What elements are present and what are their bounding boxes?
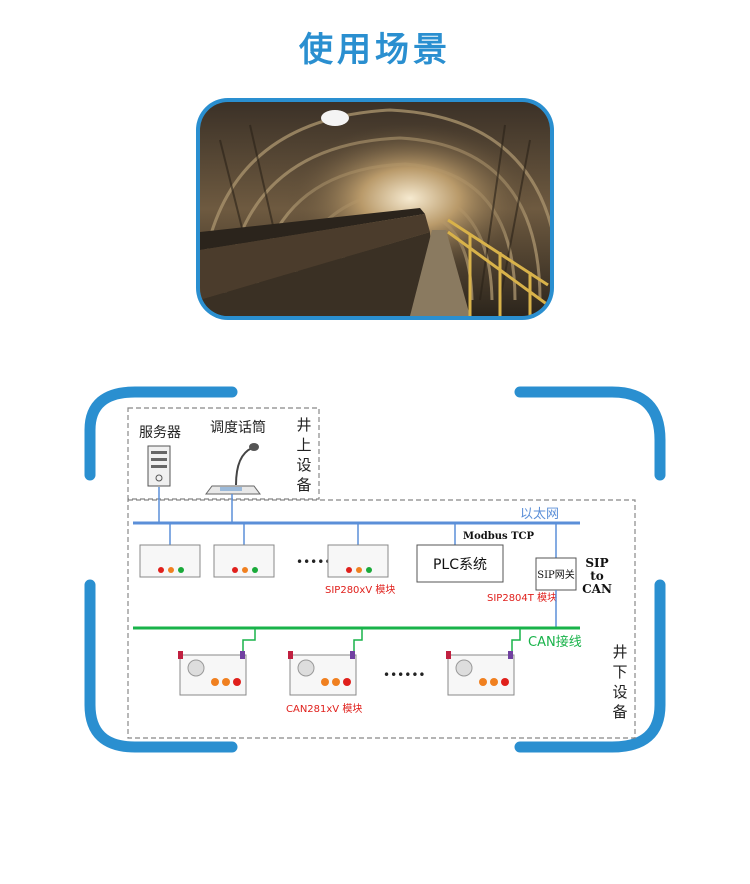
can281-dots: ••••••	[383, 668, 425, 682]
mine-tunnel-photo	[196, 98, 554, 320]
sip280-label: SIP280xV 模块	[325, 584, 395, 596]
underground-char-4: 备	[612, 703, 627, 721]
above-ground-char-3: 设	[296, 456, 311, 474]
can281-module-2	[288, 628, 363, 696]
server-icon	[147, 445, 171, 487]
sip-gateway-label: SIP网关	[537, 568, 575, 581]
sip280-module-2	[213, 523, 275, 578]
underground-char-3: 设	[612, 683, 627, 701]
page-title: 使用场景	[299, 30, 451, 70]
can281-module-3	[446, 628, 521, 696]
sip280-module-3	[327, 523, 389, 578]
underground-char-1: 井	[612, 643, 627, 661]
sip-to-can-3: CAN	[582, 582, 612, 596]
can281-label: CAN281xV 模块	[286, 703, 362, 715]
modbus-label: Modbus TCP	[463, 531, 535, 542]
underground-region	[127, 499, 636, 739]
above-ground-char-1: 井	[296, 416, 311, 434]
mic-label: 调度话筒	[210, 419, 266, 436]
sip-to-can-1: SIP	[585, 556, 608, 570]
diagram-frame	[84, 386, 666, 753]
plc-label: PLC系统	[433, 557, 487, 573]
plc-system-box	[416, 544, 504, 583]
sip-gateway-box	[535, 557, 577, 591]
ethernet-label: 以太网	[520, 507, 559, 522]
above-ground-char-2: 上	[296, 436, 311, 454]
microphone-icon	[205, 443, 261, 495]
sip2804-label: SIP2804T 模块	[487, 592, 557, 604]
can-bus-label: CAN接线	[528, 634, 582, 650]
sip-to-can-2: to	[590, 569, 604, 583]
can281-module-1	[178, 628, 256, 696]
above-ground-char-4: 备	[296, 476, 311, 494]
server-label: 服务器	[139, 425, 181, 441]
above-ground-region	[127, 407, 320, 500]
underground-char-2: 下	[612, 663, 627, 681]
sip280-module-1	[139, 523, 201, 578]
